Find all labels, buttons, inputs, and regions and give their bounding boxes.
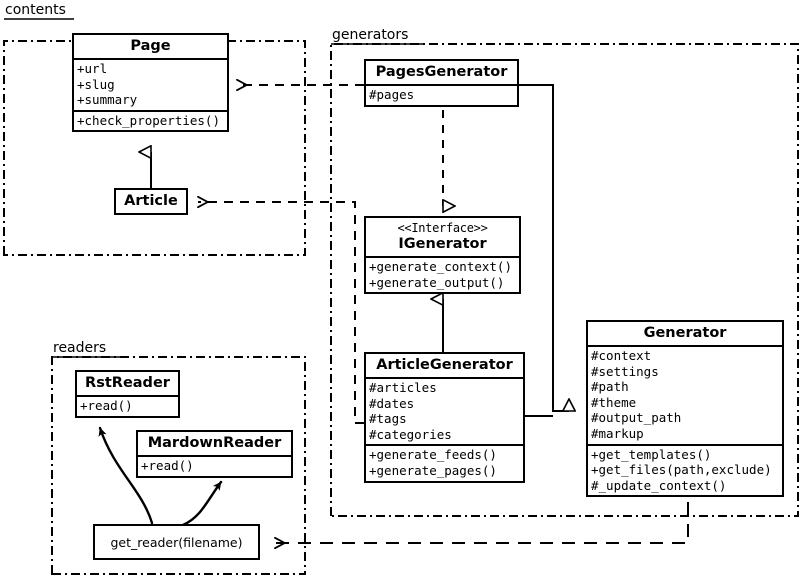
method-row: +check_properties(): [77, 112, 220, 128]
edge-generator-uses-get-reader: [275, 502, 689, 543]
class-name-page: Page: [130, 38, 171, 54]
class-separator: [77, 395, 178, 397]
class-separator: [588, 345, 782, 347]
class-box-generator[interactable]: Generator #context #settings #path #them…: [586, 320, 784, 498]
class-methods-article-generator: +generate_feeds() +generate_pages(): [366, 446, 523, 480]
class-name-mardown-reader: MardownReader: [147, 435, 282, 451]
attribute-row: +slug: [77, 76, 115, 92]
method-row: +generate_feeds(): [369, 447, 497, 463]
class-box-mardown-reader[interactable]: MardownReader +read(): [136, 430, 293, 478]
class-separator: [366, 84, 517, 86]
function-label-get-reader: get_reader(filename): [110, 534, 243, 550]
edge-pagesgenerator-to-generator: [519, 84, 569, 412]
class-separator: [366, 377, 523, 379]
class-separator: [74, 109, 227, 112]
package-border-contents: [3, 40, 306, 256]
class-separator: [138, 455, 291, 457]
package-border-generators: [330, 43, 799, 517]
attribute-row: #path: [591, 379, 629, 395]
class-name-rst-reader: RstReader: [85, 375, 170, 391]
attribute-row: #categories: [369, 426, 452, 442]
attribute-row: #pages: [369, 87, 415, 102]
method-row: +get_files(path,exclude): [591, 462, 772, 478]
method-row: +generate_pages(): [369, 462, 497, 478]
class-box-igenerator[interactable]: <<Interface>> IGenerator +generate_conte…: [364, 216, 521, 295]
class-methods-rst-reader: +read(): [77, 397, 178, 416]
method-row: +generate_context(): [369, 259, 512, 274]
attribute-row: #settings: [591, 363, 659, 379]
class-box-pages-generator[interactable]: PagesGenerator #pages: [364, 59, 519, 107]
package-label-contents: contents: [5, 2, 66, 18]
method-row: +read(): [80, 398, 133, 413]
class-box-article-generator[interactable]: ArticleGenerator #articles #dates #tags …: [364, 352, 525, 483]
class-separator: [74, 58, 227, 60]
class-methods-generator: +get_templates() +get_files(path,exclude…: [588, 446, 782, 496]
class-name-text: IGenerator: [398, 236, 487, 252]
attribute-row: #output_path: [591, 410, 682, 426]
attribute-row: +summary: [77, 92, 138, 108]
class-name-generator: Generator: [643, 325, 727, 341]
class-stereotype-igenerator: <<Interface>>: [397, 221, 488, 235]
attribute-row: +url: [77, 61, 108, 76]
class-name-pages-generator: PagesGenerator: [375, 64, 508, 80]
class-name-article: Article: [124, 193, 178, 209]
attribute-row: #dates: [369, 395, 415, 411]
method-row: +generate_output(): [369, 274, 505, 290]
package-border-readers: [51, 356, 306, 575]
class-separator: [366, 256, 519, 258]
edge-get-reader-creates-mardownreader: [181, 480, 223, 527]
class-methods-page: +check_properties(): [74, 112, 227, 131]
class-attributes-page: +url +slug +summary: [74, 60, 227, 110]
method-row: +read(): [141, 458, 194, 473]
edge-get-reader-creates-rstreader: [98, 426, 154, 525]
function-box-get-reader[interactable]: get_reader(filename): [93, 524, 260, 560]
method-row: +get_templates(): [591, 446, 712, 462]
class-box-page[interactable]: Page +url +slug +summary +check_properti…: [72, 33, 229, 133]
class-methods-igenerator: +generate_context() +generate_output(): [366, 258, 519, 292]
attribute-row: #tags: [369, 411, 407, 427]
class-box-article[interactable]: Article: [114, 188, 188, 215]
class-box-rst-reader[interactable]: RstReader +read(): [75, 370, 180, 418]
method-row: #_update_context(): [591, 477, 727, 493]
package-label-generators: generators: [332, 27, 409, 43]
package-label-readers: readers: [53, 340, 107, 356]
attribute-row: #context: [591, 348, 652, 363]
class-attributes-generator: #context #settings #path #theme #output_…: [588, 347, 782, 444]
class-name-igenerator: <<Interface>> IGenerator: [366, 218, 519, 256]
class-name-article-generator: ArticleGenerator: [376, 357, 513, 373]
edge-articlegenerator-uses-article: [198, 202, 364, 424]
class-separator: [366, 444, 523, 447]
attribute-row: #theme: [591, 394, 637, 410]
class-separator: [588, 443, 782, 446]
class-attributes-pages-generator: #pages: [366, 86, 517, 105]
class-methods-mardown-reader: +read(): [138, 457, 291, 476]
attribute-row: #articles: [369, 380, 437, 395]
class-attributes-article-generator: #articles #dates #tags #categories: [366, 379, 523, 444]
attribute-row: #markup: [591, 425, 644, 441]
